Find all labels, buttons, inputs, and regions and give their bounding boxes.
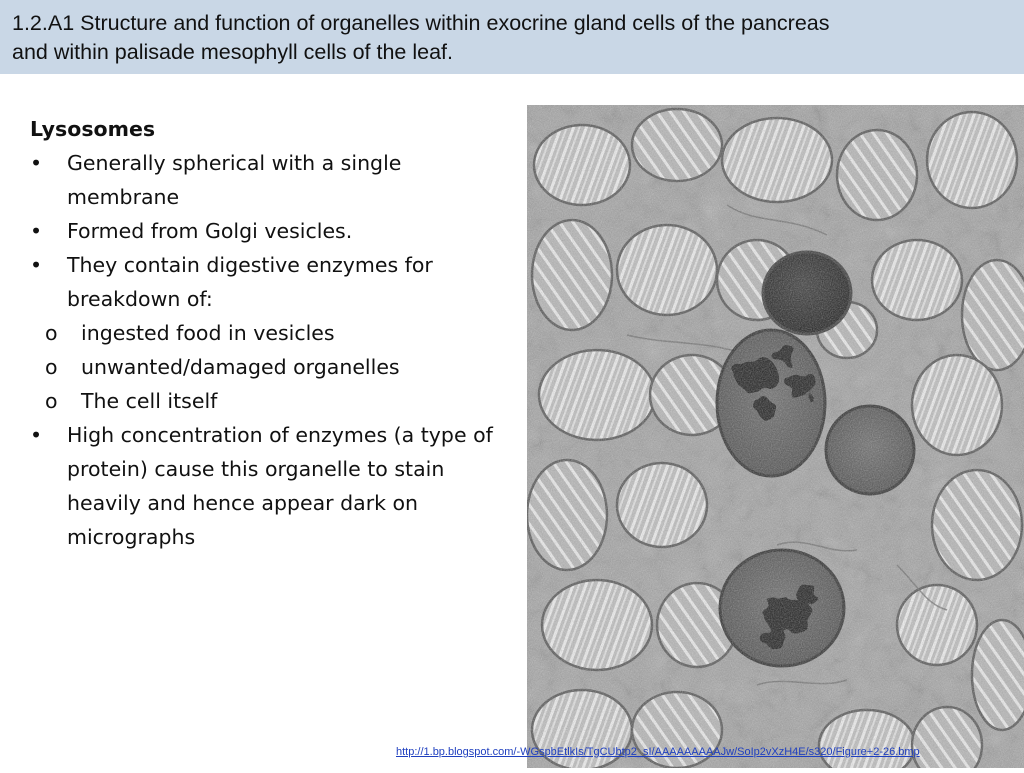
sub-bullet-text: The cell itself	[81, 389, 218, 413]
bullet-marker: •	[30, 219, 43, 243]
sub-bullet-item: o ingested food in vesicles	[30, 316, 520, 350]
section-heading: Lysosomes	[30, 117, 156, 141]
sub-bullet-item: o The cell itself	[30, 384, 520, 418]
sub-bullet-item: o unwanted/damaged organelles	[30, 350, 520, 384]
bullet-list-continued: • High concentration of enzymes (a type …	[30, 418, 520, 554]
content-area: Lysosomes • Generally spherical with a s…	[30, 112, 520, 554]
bullet-marker: •	[30, 253, 43, 277]
sub-bullet-marker: o	[45, 355, 58, 379]
slide-title-line-2: and within palisade mesophyll cells of t…	[12, 40, 454, 64]
bullet-text: Generally spherical with a single membra…	[67, 151, 402, 209]
bullet-text: Formed from Golgi vesicles.	[67, 219, 353, 243]
bullet-item: • They contain digestive enzymes for bre…	[30, 248, 520, 316]
bullet-item: • High concentration of enzymes (a type …	[30, 418, 520, 554]
bullet-list: • Generally spherical with a single memb…	[30, 146, 520, 316]
bullet-item: • Generally spherical with a single memb…	[30, 146, 520, 214]
image-source-link[interactable]: http://1.bp.blogspot.com/-WGspbEtlkIs/Tg…	[396, 746, 920, 758]
bullet-text: They contain digestive enzymes for break…	[67, 253, 433, 311]
sub-bullet-text: unwanted/damaged organelles	[81, 355, 400, 379]
sub-bullet-list: o ingested food in vesicles o unwanted/d…	[30, 316, 520, 418]
sub-bullet-text: ingested food in vesicles	[81, 321, 335, 345]
lysosome-micrograph	[525, 105, 1024, 773]
bullet-item: • Formed from Golgi vesicles.	[30, 214, 520, 248]
title-bar: 1.2.A1 Structure and function of organel…	[0, 0, 1024, 74]
bullet-marker: •	[30, 423, 43, 447]
sub-bullet-marker: o	[45, 389, 58, 413]
slide-title-line-1: 1.2.A1 Structure and function of organel…	[12, 11, 830, 35]
slide-title: 1.2.A1 Structure and function of organel…	[12, 9, 1010, 67]
bullet-text: High concentration of enzymes (a type of…	[67, 423, 493, 549]
bullet-marker: •	[30, 151, 43, 175]
sub-bullet-marker: o	[45, 321, 58, 345]
